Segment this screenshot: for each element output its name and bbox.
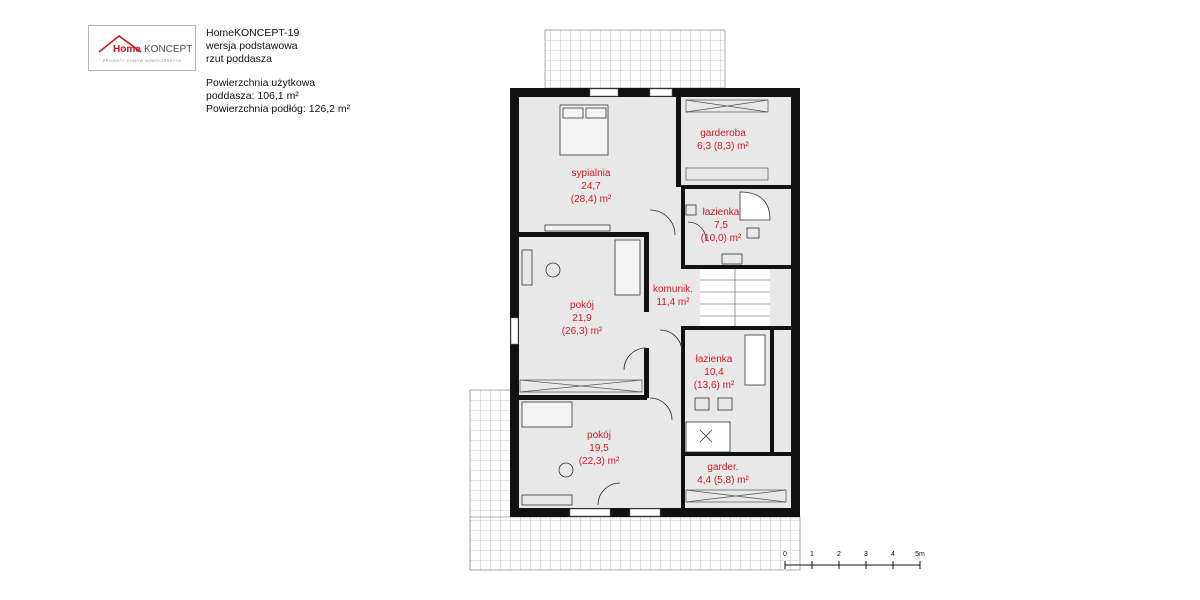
usable-area-title: Powierzchnia użytkowa	[206, 77, 316, 89]
logo-roof-icon	[98, 35, 142, 53]
room-label-lazienka-1-2: (10,0) m²	[701, 233, 742, 244]
scale-label-1: 1	[810, 551, 814, 558]
room-label-lazienka-2-1: 10,4	[704, 367, 724, 378]
room-label-lazienka-1-1: 7,5	[714, 220, 728, 231]
doors	[597, 209, 707, 506]
room-label-sypialnia-1: 24,7	[581, 181, 601, 192]
windows	[510, 88, 673, 517]
room-labels: sypialnia 24,7 (28,4) m² garderoba 6,3 (8,3)…	[562, 128, 750, 486]
room-label-pokoj-2-1: 19,5	[589, 443, 609, 454]
room-label-garderoba-0: garderoba	[700, 128, 746, 139]
scale-bar: 0 1 2 3 4 5m	[783, 551, 925, 569]
logo-tagline: PROJEKTY DOMÓW NOWOCZESNYCH	[103, 59, 182, 63]
room-label-lazienka-2-2: (13,6) m²	[694, 380, 735, 391]
room-label-pokoj-2-0: pokój	[587, 430, 611, 441]
company-logo: Home KONCEPT PROJEKTY DOMÓW NOWOCZESNYCH	[88, 25, 196, 71]
scale-label-5: 5m	[915, 551, 925, 558]
room-label-pokoj-1-2: (26,3) m²	[562, 326, 603, 337]
room-label-lazienka-2-0: łazienka	[696, 354, 733, 365]
project-name: HomeKONCEPT-19	[206, 27, 300, 39]
room-label-pokoj-1-1: 21,9	[572, 313, 592, 324]
room-label-sypialnia-0: sypialnia	[572, 168, 611, 179]
room-label-garderoba-2-1: 4,4 (5,8) m²	[697, 475, 749, 486]
room-label-komunikacja-1: 11,4 m²	[656, 297, 690, 308]
logo-koncept-text: KONCEPT	[144, 44, 193, 55]
scale-label-2: 2	[837, 551, 841, 558]
terrace-left	[469, 389, 801, 571]
interior-walls	[519, 97, 791, 516]
room-label-garderoba-1: 6,3 (8,3) m²	[697, 141, 749, 152]
terrace-top	[544, 29, 726, 89]
room-label-komunikacja-0: komunik.	[653, 284, 693, 295]
room-label-lazienka-1-0: łazienka	[703, 207, 740, 218]
room-label-pokoj-1-0: pokój	[570, 300, 594, 311]
room-label-sypialnia-2: (28,4) m²	[571, 194, 612, 205]
plan-view-name: rzut poddasza	[206, 53, 272, 65]
wardrobe-shelves	[519, 99, 787, 503]
room-label-pokoj-2-2: (22,3) m²	[579, 456, 620, 467]
project-variant: wersja podstawowa	[206, 40, 298, 52]
logo-home-text: Home	[113, 44, 141, 55]
floor-area: Powierzchnia podłóg: 126,2 m²	[206, 103, 351, 115]
scale-label-4: 4	[891, 551, 895, 558]
attic-area: poddasza: 106,1 m²	[206, 90, 299, 102]
scale-label-3: 3	[864, 551, 868, 558]
plan-header: HomeKONCEPT-19 wersja podstawowa rzut po…	[206, 27, 350, 116]
room-label-garderoba-2-0: garder.	[707, 462, 738, 473]
scale-label-0: 0	[783, 551, 787, 558]
furniture	[521, 104, 771, 506]
